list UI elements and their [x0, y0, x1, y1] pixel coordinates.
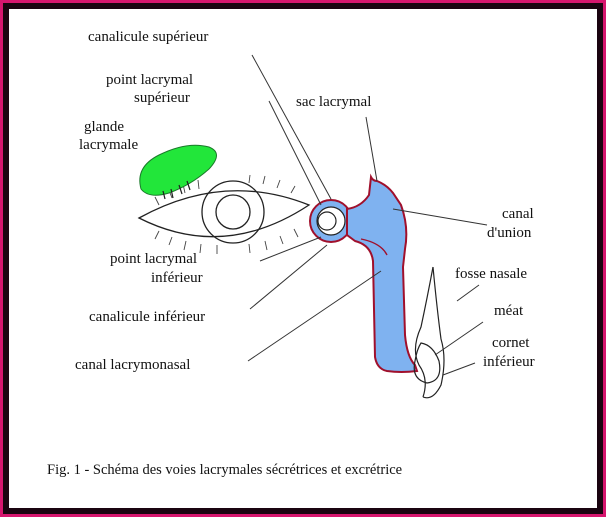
frame-accent-left [0, 0, 3, 517]
diagram-panel: canalicule supérieur point lacrymal supé… [9, 9, 597, 508]
label-point-lacrymal-inferieur-2: inférieur [151, 270, 203, 286]
label-point-lacrymal-inferieur-1: point lacrymal [110, 251, 197, 267]
eye-pupil [216, 195, 250, 229]
nasal-wall-outline [423, 267, 444, 398]
canaliculi-ring-inner [317, 207, 345, 235]
label-canalicule-superieur: canalicule supérieur [88, 29, 208, 45]
label-glande-1: glande [84, 119, 124, 135]
label-canalicule-inferieur: canalicule inférieur [89, 309, 205, 325]
label-canal-union-2: d'union [487, 225, 532, 241]
label-fosse-nasale: fosse nasale [455, 266, 527, 282]
label-point-lacrymal-superieur-1: point lacrymal [106, 72, 193, 88]
label-point-lacrymal-superieur-2: supérieur [134, 90, 190, 106]
label-canal-lacrymonasal: canal lacrymonasal [75, 357, 190, 373]
label-sac-lacrymal: sac lacrymal [296, 94, 371, 110]
label-cornet-2: inférieur [483, 354, 535, 370]
figure-caption: Fig. 1 - Schéma des voies lacrymales séc… [47, 462, 402, 478]
label-meat: méat [494, 303, 524, 319]
label-glande-2: lacrymale [79, 137, 138, 153]
lacrimal-gland [140, 145, 217, 195]
lacrimal-diagram: canalicule supérieur point lacrymal supé… [9, 9, 597, 508]
label-canal-union-1: canal [502, 206, 534, 222]
lacrimal-sac-and-duct [347, 177, 417, 372]
label-cornet-1: cornet [492, 335, 530, 351]
frame-accent-top [0, 0, 606, 3]
